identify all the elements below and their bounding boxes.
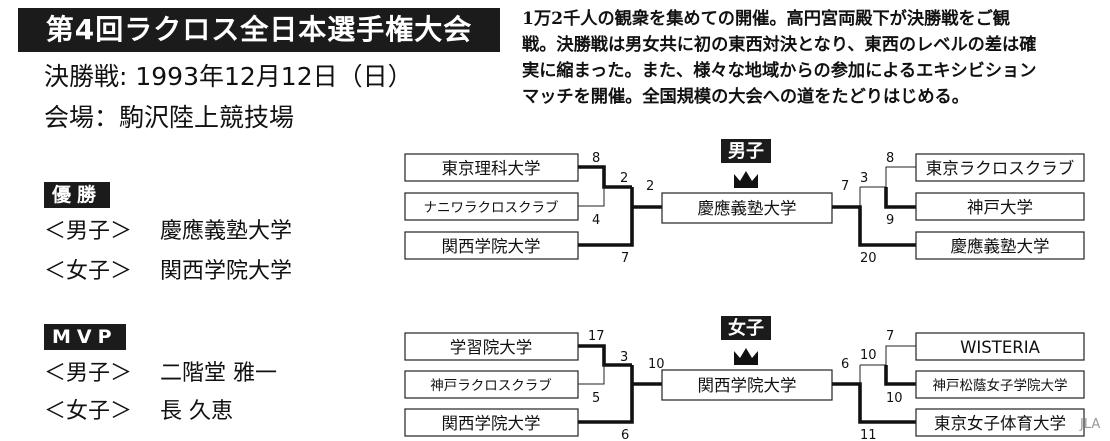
- mvp-women: 長 久恵: [160, 399, 233, 424]
- men-right-team-2: 神戸大学: [967, 198, 1033, 217]
- score: 7: [886, 329, 894, 344]
- score: 4: [592, 213, 600, 228]
- description-line: マッチを開催。全国規模の大会への道をたどりはじめる。: [522, 87, 969, 107]
- women-right-team-box-3: [915, 408, 1085, 437]
- men-left-team-box-3: [404, 231, 579, 260]
- men-left-winner-line: [578, 165, 632, 189]
- women-left-loser-line: [578, 365, 605, 385]
- men-champion-box: [661, 192, 833, 224]
- women-right-team-box-1: [915, 332, 1085, 361]
- score: 6: [621, 428, 629, 441]
- women-left-team-box-3: [404, 408, 579, 437]
- women-left-semi-line: [578, 365, 634, 424]
- score: 7: [841, 179, 849, 194]
- score: 17: [588, 329, 605, 344]
- men-left-team-2: ナニワラクロスクラブ: [424, 199, 559, 216]
- score: 6: [841, 357, 849, 372]
- score: 3: [860, 171, 868, 186]
- men-right-team-box-1: [915, 153, 1085, 182]
- score: 10: [648, 357, 665, 372]
- score: 10: [886, 391, 903, 406]
- mvp-women-row: ＜女子＞ 長 久恵: [44, 398, 233, 426]
- men-division-label: 男子: [728, 141, 764, 162]
- women-right-winner-line: [884, 365, 916, 386]
- score: 20: [860, 251, 877, 266]
- women-champion: 関西学院大学: [698, 376, 797, 395]
- men-right-team-3: 慶應義塾大学: [951, 236, 1050, 256]
- men-division-label-bg: [721, 139, 771, 163]
- women-right-team-2: 神戸松蔭女子学院大学: [933, 377, 1068, 394]
- score: 2: [620, 171, 628, 186]
- men-right-team-box-2: [915, 192, 1085, 221]
- score: 5: [592, 391, 600, 406]
- score: 11: [860, 428, 877, 441]
- women-right-loser-line-1: [860, 345, 916, 366]
- crown-icon: [734, 348, 758, 365]
- women-bracket: 女子 学習院大学 神戸ラクロスクラブ 関西学院大学 関西学院大学 WISTERI…: [404, 316, 1085, 441]
- venue: 会場：駒沢陸上競技場: [44, 103, 295, 132]
- women-right-team-1: WISTERIA: [960, 338, 1040, 357]
- men-left-team-1: 東京理科大学: [442, 159, 541, 178]
- women-champion-box: [661, 369, 833, 401]
- final-date: 決勝戦: 1993年12月12日（日）: [44, 62, 413, 91]
- description: 1万2千人の観衆を集めての開催。高円宮両殿下が決勝戦をご観 戦。決勝戦は男女共に…: [522, 6, 1102, 110]
- mvp-heading: MVP: [44, 324, 126, 350]
- women-left-team-3: 関西学院大学: [442, 414, 541, 433]
- women-left-team-2: 神戸ラクロスクラブ: [430, 377, 552, 394]
- winner-women-label: ＜女子＞: [44, 259, 133, 284]
- men-right-semi-line: [832, 205, 916, 247]
- women-left-team-box-2: [404, 370, 579, 399]
- men-champion: 慶應義塾大学: [698, 198, 797, 218]
- mvp-women-label: ＜女子＞: [44, 399, 133, 424]
- women-left-winner-line: [578, 344, 632, 367]
- score: 7: [621, 251, 629, 266]
- score: 10: [860, 348, 877, 363]
- men-left-loser-line: [578, 187, 605, 207]
- winner-women: 関西学院大学: [160, 259, 293, 284]
- women-division-label: 女子: [728, 317, 764, 339]
- mvp-men-label: ＜男子＞: [44, 361, 133, 386]
- winner-men-label: ＜男子＞: [44, 219, 133, 244]
- mvp-men-row: ＜男子＞ 二階堂 雅一: [44, 360, 277, 388]
- men-left-team-3: 関西学院大学: [442, 237, 541, 256]
- winner-women-row: ＜女子＞ 関西学院大学: [44, 258, 292, 286]
- score: 8: [592, 151, 600, 166]
- score: 9: [886, 213, 894, 228]
- page-title: 第4回ラクロス全日本選手権大会: [18, 8, 500, 52]
- description-line: 戦。決勝戦は男女共に初の東西対決となり、東西のレベルの差は確: [522, 35, 1037, 55]
- winners-heading: 優勝: [44, 182, 111, 208]
- men-left-semi-line: [578, 187, 634, 247]
- men-bracket: 男子 東京理科大学 ナニワラクロスクラブ 関西学院大学 慶應義塾大学 東京ラクロ…: [404, 139, 1085, 266]
- watermark: JLA: [1079, 417, 1100, 432]
- men-right-team-box-3: [915, 231, 1085, 260]
- women-right-team-3: 東京女子体育大学: [934, 414, 1066, 433]
- men-left-team-box-2: [404, 192, 579, 221]
- women-division-label-bg: [721, 316, 771, 340]
- men-right-loser-line-1: [860, 166, 916, 188]
- score: 3: [620, 350, 628, 365]
- men-right-winner-line: [884, 187, 916, 209]
- women-left-team-1: 学習院大学: [450, 338, 533, 357]
- mvp-men: 二階堂 雅一: [160, 361, 277, 386]
- women-right-team-box-2: [915, 370, 1085, 399]
- winner-men: 慶應義塾大学: [160, 219, 293, 244]
- women-right-semi-line: [832, 382, 916, 424]
- description-line: 実に縮まった。また、様々な地域からの参加によるエキシビション: [522, 61, 1037, 81]
- score: 2: [646, 179, 654, 194]
- crown-icon: [734, 171, 758, 188]
- men-right-team-1: 東京ラクロスクラブ: [926, 158, 1075, 178]
- score: 8: [886, 151, 894, 166]
- description-line: 1万2千人の観衆を集めての開催。高円宮両殿下が決勝戦をご観: [522, 9, 1010, 29]
- men-left-team-box-1: [404, 153, 579, 182]
- winner-men-row: ＜男子＞ 慶應義塾大学: [44, 218, 292, 246]
